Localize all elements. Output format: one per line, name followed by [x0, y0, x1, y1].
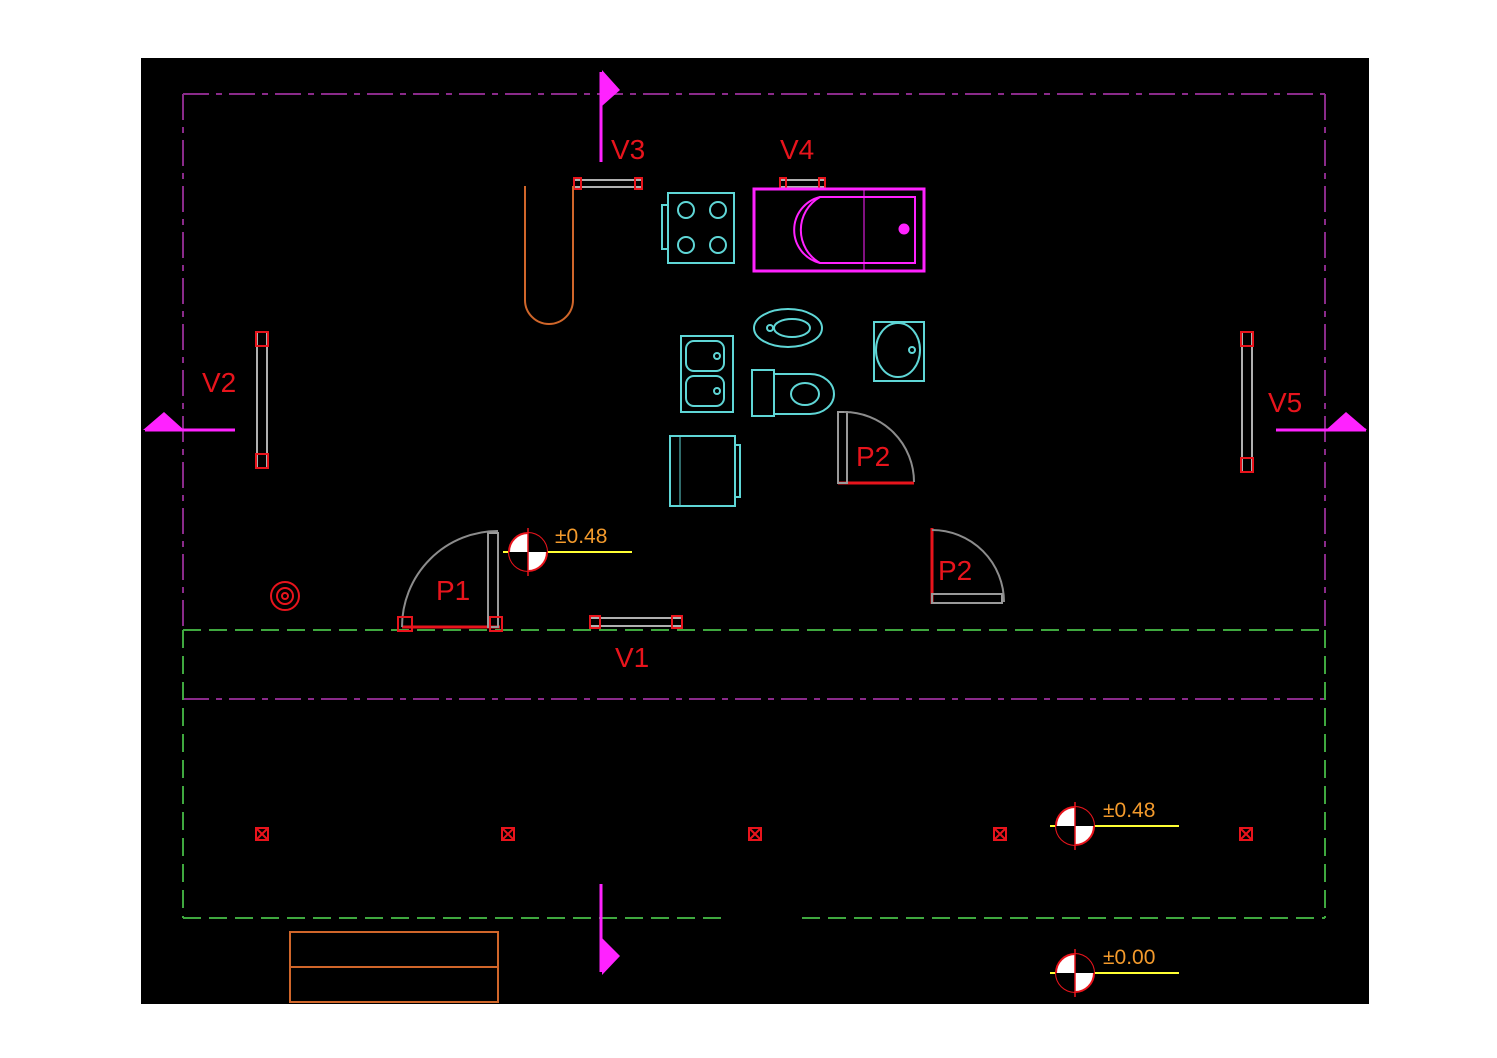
- window-label-v1: V1: [615, 642, 649, 673]
- crossed-square-icon: [993, 827, 1007, 841]
- triangle-flag-icon: [602, 938, 620, 975]
- building-outline: [182, 93, 1326, 700]
- stove: [661, 192, 735, 264]
- level-marker-ground: [1050, 949, 1179, 997]
- window-v3: [573, 177, 643, 190]
- triangle-flag-icon: [602, 70, 620, 106]
- terrace-columns: [255, 827, 1253, 841]
- concentric-circle-icon: [270, 581, 300, 611]
- door-label-p2-lower: P2: [938, 555, 972, 586]
- bidet: [753, 308, 823, 348]
- window-label-v5: V5: [1268, 387, 1302, 418]
- toilet: [751, 369, 835, 417]
- door-p1: [397, 530, 503, 632]
- crossed-square-icon: [255, 827, 269, 841]
- crossed-square-icon: [1239, 827, 1253, 841]
- crossed-square-icon: [501, 827, 515, 841]
- window-v2: [255, 331, 269, 469]
- terrace-outline: [182, 629, 1326, 919]
- window-v5: [1240, 331, 1254, 473]
- level-label-interior: ±0.48: [555, 525, 607, 548]
- crossed-square-icon: [748, 827, 762, 841]
- window-label-v3: V3: [611, 134, 645, 165]
- window-label-v2: V2: [202, 367, 236, 398]
- level-label-terrace: ±0.48: [1103, 799, 1155, 822]
- kitchen-sink: [680, 335, 734, 413]
- door-p2-lower: [930, 528, 1005, 604]
- door-label-p2-upper: P2: [856, 441, 890, 472]
- shower-curtain: [524, 186, 574, 325]
- section-marker-left: [143, 412, 235, 432]
- door-label-p1: P1: [436, 575, 470, 606]
- section-marker-right: [1276, 412, 1367, 432]
- section-marker-top: [599, 70, 620, 162]
- entrance-steps: [289, 931, 499, 1003]
- washing-machine: [669, 435, 741, 507]
- door-p2-upper: [837, 411, 915, 485]
- triangle-flag-icon: [1326, 412, 1367, 430]
- bathtub: [752, 187, 926, 273]
- level-marker-interior: [503, 528, 632, 576]
- level-label-ground: ±0.00: [1103, 946, 1155, 969]
- section-marker-bottom: [599, 884, 620, 975]
- window-label-v4: V4: [780, 134, 814, 165]
- triangle-flag-icon: [143, 412, 184, 430]
- window-v1: [589, 615, 683, 629]
- level-marker-terrace: [1050, 802, 1179, 850]
- washbasin: [873, 321, 925, 382]
